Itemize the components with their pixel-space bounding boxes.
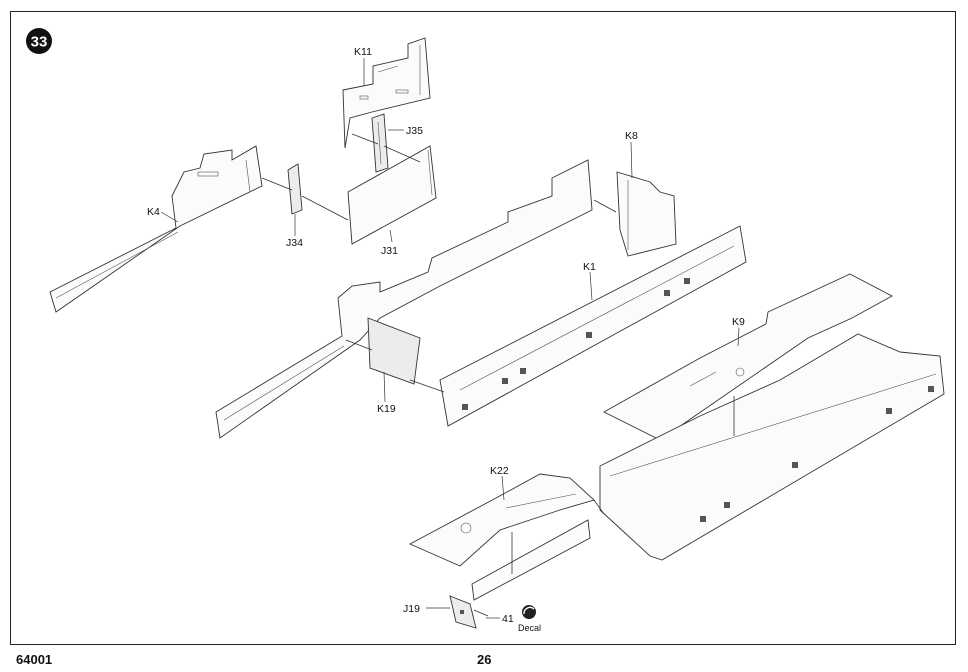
part-side-rail <box>471 519 591 601</box>
label-k9: K9 <box>732 316 745 328</box>
label-decal: Decal <box>518 623 541 633</box>
step-badge: 33 <box>26 28 52 54</box>
decal-icon <box>522 605 536 619</box>
label-k8: K8 <box>625 130 638 142</box>
label-j19: J19 <box>403 603 420 615</box>
product-code: 64001 <box>16 652 53 667</box>
part-j35 <box>371 113 389 173</box>
label-k19: K19 <box>377 403 396 415</box>
part-k9 <box>603 273 893 441</box>
part-j31 <box>347 145 437 245</box>
label-j31: J31 <box>381 245 398 257</box>
label-k22: K22 <box>490 465 509 477</box>
part-k1 <box>215 159 747 439</box>
assembly-arrows <box>261 133 735 617</box>
page-frame <box>10 11 956 645</box>
label-j34: J34 <box>286 237 303 249</box>
label-leaders <box>160 58 740 619</box>
label-j35: J35 <box>406 125 423 137</box>
part-k4 <box>49 145 263 313</box>
label-k4: K4 <box>147 206 160 218</box>
step-number: 33 <box>31 34 48 51</box>
part-j34 <box>287 163 303 215</box>
page-number: 26 <box>477 652 492 667</box>
part-k22 <box>408 473 595 567</box>
part-k8 <box>616 171 677 257</box>
part-k11 <box>342 37 431 149</box>
label-k11: K11 <box>354 46 372 58</box>
part-j19 <box>449 595 477 629</box>
part-k9-hull <box>599 333 945 561</box>
label-k1: K1 <box>583 261 596 273</box>
label-decal-number: 41 <box>502 613 514 625</box>
